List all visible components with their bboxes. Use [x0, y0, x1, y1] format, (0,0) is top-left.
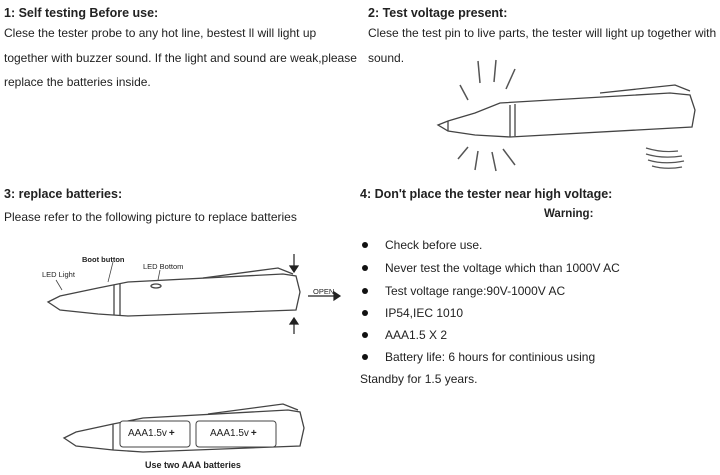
bullet-icon: [362, 310, 368, 316]
arrow-up-icon: [288, 316, 300, 334]
warning-title: Warning:: [544, 208, 594, 220]
section1-heading: 1: Self testing Before use:: [4, 6, 159, 20]
section2-line-2: sound.: [368, 51, 405, 65]
battery-2: [195, 420, 277, 448]
tester-battery-illustration: [62, 403, 305, 453]
section2-heading: 2: Test voltage present:: [368, 6, 508, 20]
boot-button-label: Boot button: [82, 255, 125, 264]
section1-line-1: Clese the tester probe to any hot line, …: [4, 26, 317, 40]
sound-waves-icon: [645, 147, 685, 169]
battery-2-label: AAA1.5v+: [210, 428, 257, 439]
light-rays-bottom: [457, 146, 516, 172]
warning-item-2: Never test the voltage which than 1000V …: [385, 261, 620, 275]
bullet-icon: [362, 242, 368, 248]
led-bottom-label: LED Bottom: [143, 262, 184, 271]
bullet-icon: [362, 332, 368, 338]
battery-2-plus: +: [250, 428, 257, 439]
warning-item-3: Test voltage range:90V-1000V AC: [385, 284, 566, 298]
standby-line: Standby for 1.5 years.: [360, 372, 478, 386]
section2-line-1: Clese the test pin to live parts, the te…: [368, 26, 717, 40]
pointer-lines: [55, 261, 161, 291]
light-rays-top: [459, 59, 516, 101]
arrow-down-icon: [288, 254, 300, 274]
led-light-label: LED Light: [42, 270, 75, 279]
tester-body: [436, 84, 696, 138]
warning-item-6: Battery life: 6 hours for continious usi…: [385, 350, 596, 364]
section3-line: Please refer to the following picture to…: [4, 210, 297, 224]
battery-1-text: AAA1.5v: [128, 428, 167, 439]
arrow-right-icon: [308, 290, 342, 302]
bullet-icon: [362, 354, 368, 360]
tester-live-illustration: [436, 59, 696, 172]
battery-1-plus: +: [168, 428, 175, 439]
section4-heading: 4: Don't place the tester near high volt…: [360, 187, 613, 201]
warning-item-5: AAA1.5 X 2: [385, 328, 448, 342]
battery-1: [119, 420, 191, 448]
tester-open-illustration: [46, 254, 342, 334]
section3-heading: 3: replace batteries:: [4, 187, 123, 201]
battery-caption: Use two AAA batteries: [145, 460, 241, 470]
battery-1-label: AAA1.5v+: [128, 428, 175, 439]
tester-body-open: [46, 267, 301, 317]
section1-line-2: together with buzzer sound. If the light…: [4, 51, 357, 65]
bullet-icon: [362, 288, 368, 294]
warning-item-4: IP54,IEC 1010: [385, 306, 464, 320]
section1-line-3: replace the batteries inside.: [4, 75, 151, 89]
warning-item-1: Check before use.: [385, 238, 483, 252]
bullet-icon: [362, 265, 368, 271]
battery-2-text: AAA1.5v: [210, 428, 249, 439]
open-label: OPEN: [313, 287, 335, 296]
